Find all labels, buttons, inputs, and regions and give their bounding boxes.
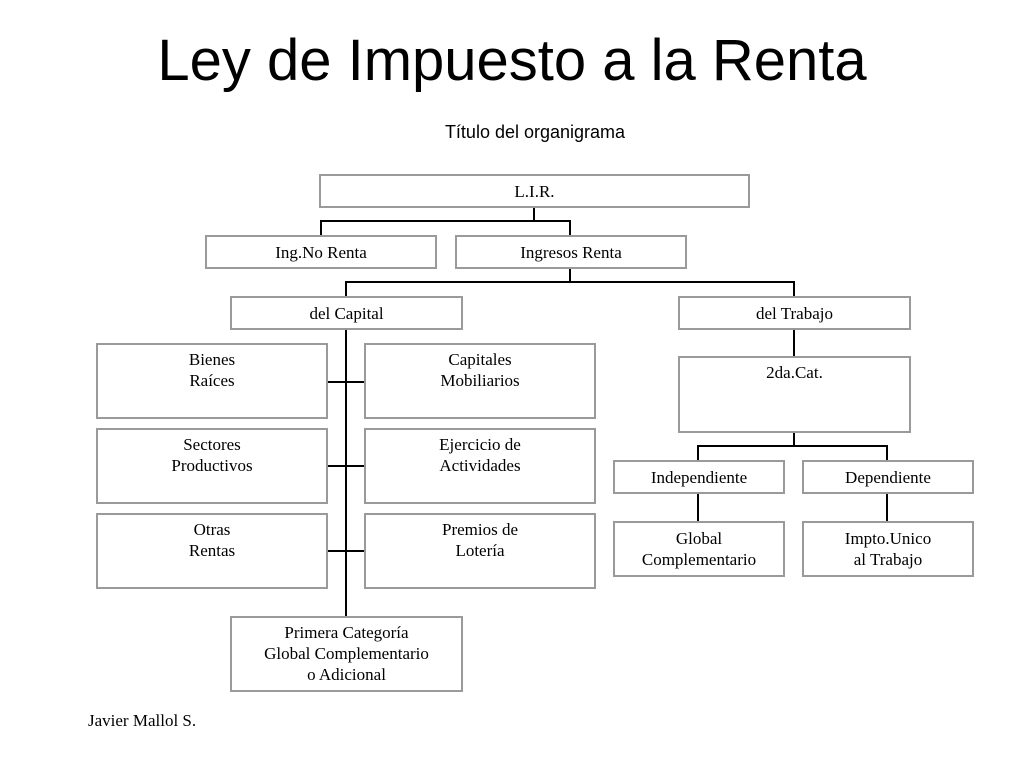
author-footer: Javier Mallol S. [88,711,197,730]
connector-line [793,281,795,297]
node-global-complementario: Global Complementario [613,521,785,577]
slide-title: Ley de Impuesto a la Renta [157,28,867,93]
connector-line [569,220,571,236]
node-impto-unico: Impto.Unico al Trabajo [802,521,974,577]
connector-line [793,432,795,446]
connector-line [533,207,535,221]
node-primera-categoria: Primera Categoría Global Complementario … [230,616,463,692]
connector-line [697,445,888,447]
node-del-trabajo: del Trabajo [678,296,911,330]
node-otras-rentas: Otras Rentas [96,513,328,589]
connector-line [793,329,795,357]
node-dependiente: Dependiente [802,460,974,494]
connector-line [886,445,888,461]
node-capitales-mobiliarios: Capitales Mobiliarios [364,343,596,419]
connector-line [320,220,322,236]
node-ingresos-renta: Ingresos Renta [455,235,687,269]
node-sectores-productivos: Sectores Productivos [96,428,328,504]
node-ejercicio-actividades: Ejercicio de Actividades [364,428,596,504]
connector-line [697,445,699,461]
node-bienes-raices: Bienes Raíces [96,343,328,419]
node-lir: L.I.R. [319,174,750,208]
node-2da-cat: 2da.Cat. [678,356,911,433]
connector-line [327,465,365,467]
connector-line [886,493,888,522]
connector-line [569,268,571,282]
node-ing-no-renta: Ing.No Renta [205,235,437,269]
connector-line [345,329,347,617]
connector-line [697,493,699,522]
connector-line [320,220,571,222]
connector-line [345,281,347,297]
connector-line [345,281,795,283]
org-chart-title: Título del organigrama [444,122,626,142]
connector-line [327,381,365,383]
node-del-capital: del Capital [230,296,463,330]
connector-line [327,550,365,552]
node-independiente: Independiente [613,460,785,494]
node-premios-loteria: Premios de Lotería [364,513,596,589]
